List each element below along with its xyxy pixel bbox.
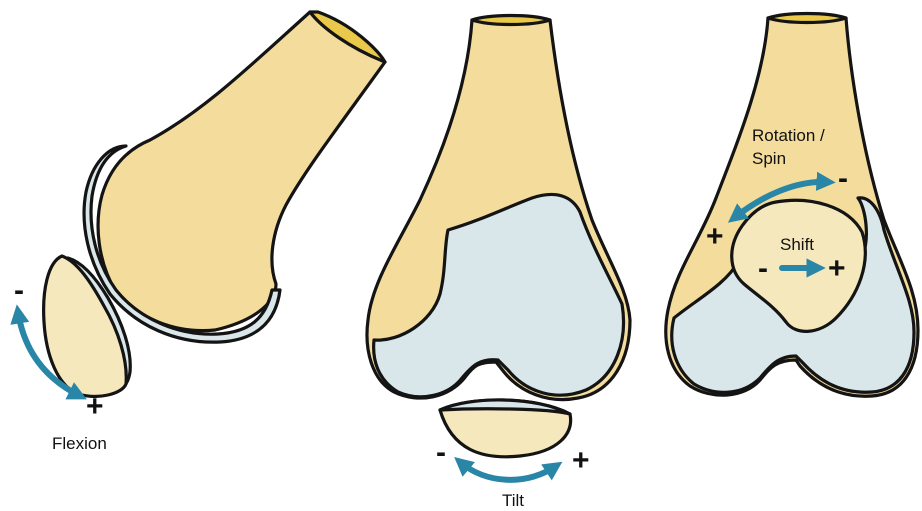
tilt-label: Tilt [502, 491, 524, 510]
femur-frontal-canal [472, 16, 550, 25]
tilt-plus-sign: + [572, 444, 590, 477]
rotation-label-line1: Rotation / [752, 126, 825, 145]
flexion-minus-sign: - [14, 274, 24, 307]
flexion-label: Flexion [52, 434, 107, 453]
flexion-plus-sign: + [86, 390, 104, 423]
shift-plus-sign: + [828, 252, 846, 285]
rotation-minus-sign: - [838, 162, 848, 195]
lateral-view-panel: - + Flexion [14, 12, 385, 453]
rotation-label-line2: Spin [752, 149, 786, 168]
shift-label: Shift [780, 235, 814, 254]
shift-minus-sign: - [758, 252, 768, 285]
tilt-arrow [460, 462, 556, 480]
tilt-minus-sign: - [436, 436, 446, 469]
frontal-view-panel: - + Tilt [367, 16, 630, 511]
axial-view-panel: Rotation / Spin - + Shift - + [666, 14, 918, 397]
femur-lateral-bone [98, 12, 385, 331]
femur-axial-canal [768, 14, 846, 23]
rotation-plus-sign: + [706, 220, 724, 253]
